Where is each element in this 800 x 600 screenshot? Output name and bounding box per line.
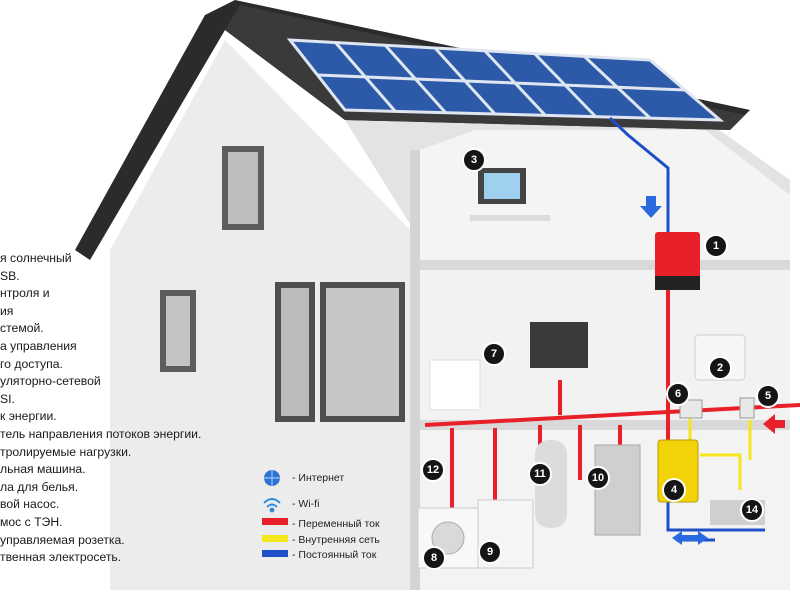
badge-10: 10: [586, 466, 610, 490]
list-item: тель направления потоков энергии.: [0, 426, 202, 441]
badge-4: 4: [662, 478, 686, 502]
grid-arrow: [763, 414, 785, 434]
list-item: нтроля и: [0, 286, 50, 301]
list-item: льная машина.: [0, 462, 86, 477]
component-list: я солнечный SB. нтроля и ия стемой. а уп…: [0, 250, 260, 567]
badge-3: 3: [462, 148, 486, 172]
list-item: вой насос.: [0, 497, 60, 512]
badge-2: 2: [708, 356, 732, 380]
legend-wifi-label: - Wi-fi: [292, 498, 320, 510]
list-item: ла для белья.: [0, 479, 79, 494]
list-item: SB.: [0, 268, 20, 283]
legend-dc-swatch: [262, 550, 288, 557]
inverter-device: [655, 232, 700, 290]
legend-ac-swatch: [262, 518, 288, 525]
badge-1: 1: [704, 234, 728, 258]
badge-7: 7: [482, 342, 506, 366]
list-item: го доступа.: [0, 356, 63, 371]
dc-arrow-down: [640, 196, 662, 218]
list-item: а управления: [0, 338, 77, 353]
list-item: мос с ТЭН.: [0, 514, 63, 529]
direction-switch: [679, 399, 703, 419]
list-item: я солнечный: [0, 251, 72, 265]
list-item: управляемая розетка.: [0, 532, 125, 547]
list-item: SI.: [0, 391, 15, 406]
list-item: тролируемые нагрузки.: [0, 444, 132, 459]
badge-6: 6: [666, 382, 690, 406]
energy-meter: [739, 397, 755, 419]
badge-8: 8: [422, 546, 446, 570]
legend-internet-label: - Интернет: [292, 472, 345, 484]
legend-internal-label: - Внутренняя сеть: [292, 534, 380, 546]
house-facade: [110, 40, 420, 590]
tv: [530, 322, 588, 368]
wifi-icon: [263, 498, 281, 513]
list-item: к энергии.: [0, 409, 57, 424]
badge-11: 11: [528, 462, 552, 486]
list-item: стемой.: [0, 321, 44, 336]
list-item: твенная электросеть.: [0, 550, 122, 565]
badge-5: 5: [756, 384, 780, 408]
legend-ac-label: - Переменный ток: [292, 518, 380, 530]
badge-14: 14: [740, 498, 764, 522]
dc-line-panels: [608, 116, 670, 232]
list-item: ия: [0, 303, 14, 318]
list-item: уляторно-сетевой: [0, 374, 101, 389]
attic-room: [420, 130, 790, 260]
desk: [470, 215, 550, 221]
legend-dc-label: - Постоянный ток: [292, 549, 377, 561]
badge-12: 12: [421, 458, 445, 482]
legend-internal-swatch: [262, 535, 288, 542]
badge-9: 9: [478, 540, 502, 564]
dc-out-arrow: [672, 531, 708, 545]
heat-pump: [594, 444, 641, 536]
solar-panels: [286, 38, 725, 122]
